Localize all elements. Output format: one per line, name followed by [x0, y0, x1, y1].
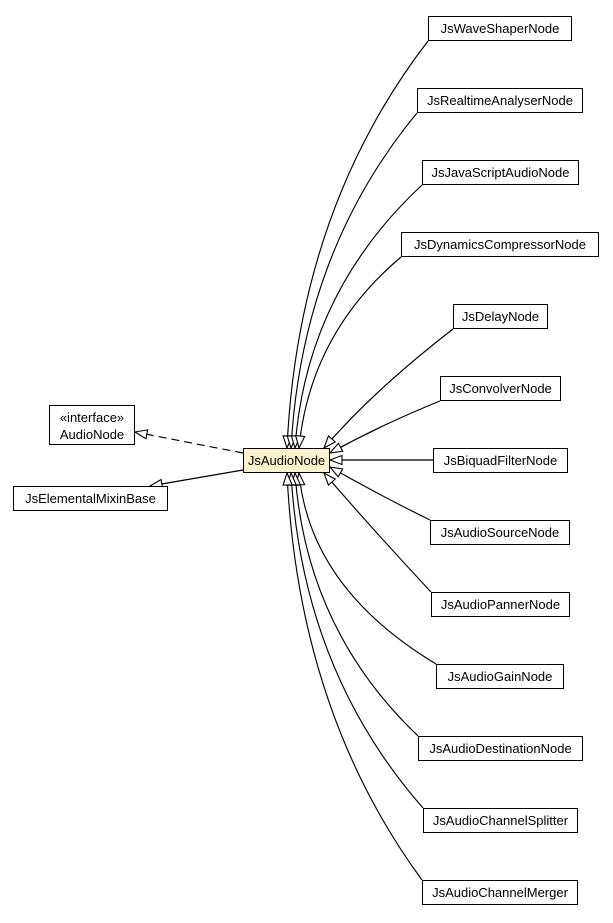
generalization-edge-jsdynamicscompressornode	[294, 256, 402, 450]
class-node-jsbiquadfilternode[interactable]: JsBiquadFilterNode	[433, 448, 568, 473]
generalization-edge-jsaudiosourcenode	[328, 466, 431, 521]
class-node-jsaudiochannelsplitter[interactable]: JsAudioChannelSplitter	[423, 808, 578, 833]
generalization-edge-jsdelaynode	[322, 328, 454, 450]
generalization-edge-jsaudiochannelmerger	[282, 471, 423, 881]
class-node-jsconvolvernode[interactable]: JsConvolverNode	[440, 376, 561, 401]
class-node-jsaudiogainnode[interactable]: JsAudioGainNode	[436, 664, 564, 689]
generalization-edge-jsaudiochannelsplitter	[286, 471, 424, 809]
realization-edge-audionode	[133, 429, 244, 454]
generalization-edge-jsconvolvernode	[328, 400, 441, 454]
class-node-jsdynamicscompressornode[interactable]: JsDynamicsCompressorNode	[401, 232, 599, 257]
generalization-edge-jsjavascriptaudionode	[290, 184, 423, 450]
class-node-jsaudiopannernode[interactable]: JsAudioPannerNode	[431, 592, 570, 617]
class-node-jsdelaynode[interactable]: JsDelayNode	[453, 304, 548, 329]
class-name-label: AudioNode	[59, 427, 125, 442]
generalization-edge-jsaudiodestinationnode	[290, 471, 419, 737]
class-node-jsaudiosourcenode[interactable]: JsAudioSourceNode	[430, 520, 570, 545]
generalization-edge-jselementalmixinbase	[148, 469, 244, 490]
generalization-edge-jsaudiogainnode	[294, 471, 437, 665]
generalization-edge-jsaudiopannernode	[322, 471, 432, 593]
class-node-jsaudionode[interactable]: JsAudioNode	[243, 448, 330, 473]
stereotype-label: «interface»	[59, 410, 125, 425]
class-node-jsaudiochannelmerger[interactable]: JsAudioChannelMerger	[422, 880, 578, 905]
class-node-jsaudiodestinationnode[interactable]: JsAudioDestinationNode	[418, 736, 583, 761]
class-node-audionode[interactable]: «interface» AudioNode	[49, 405, 135, 445]
class-node-jsjavascriptaudionode[interactable]: JsJavaScriptAudioNode	[422, 160, 579, 185]
generalization-edge-jsrealtimeanalysernode	[286, 112, 418, 450]
generalization-edge-jswaveshapernode	[282, 40, 429, 450]
class-node-jsrealtimeanalysernode[interactable]: JsRealtimeAnalyserNode	[417, 88, 583, 113]
class-node-jselementalmixinbase[interactable]: JsElementalMixinBase	[13, 486, 168, 511]
class-node-jswaveshapernode[interactable]: JsWaveShaperNode	[428, 16, 572, 41]
